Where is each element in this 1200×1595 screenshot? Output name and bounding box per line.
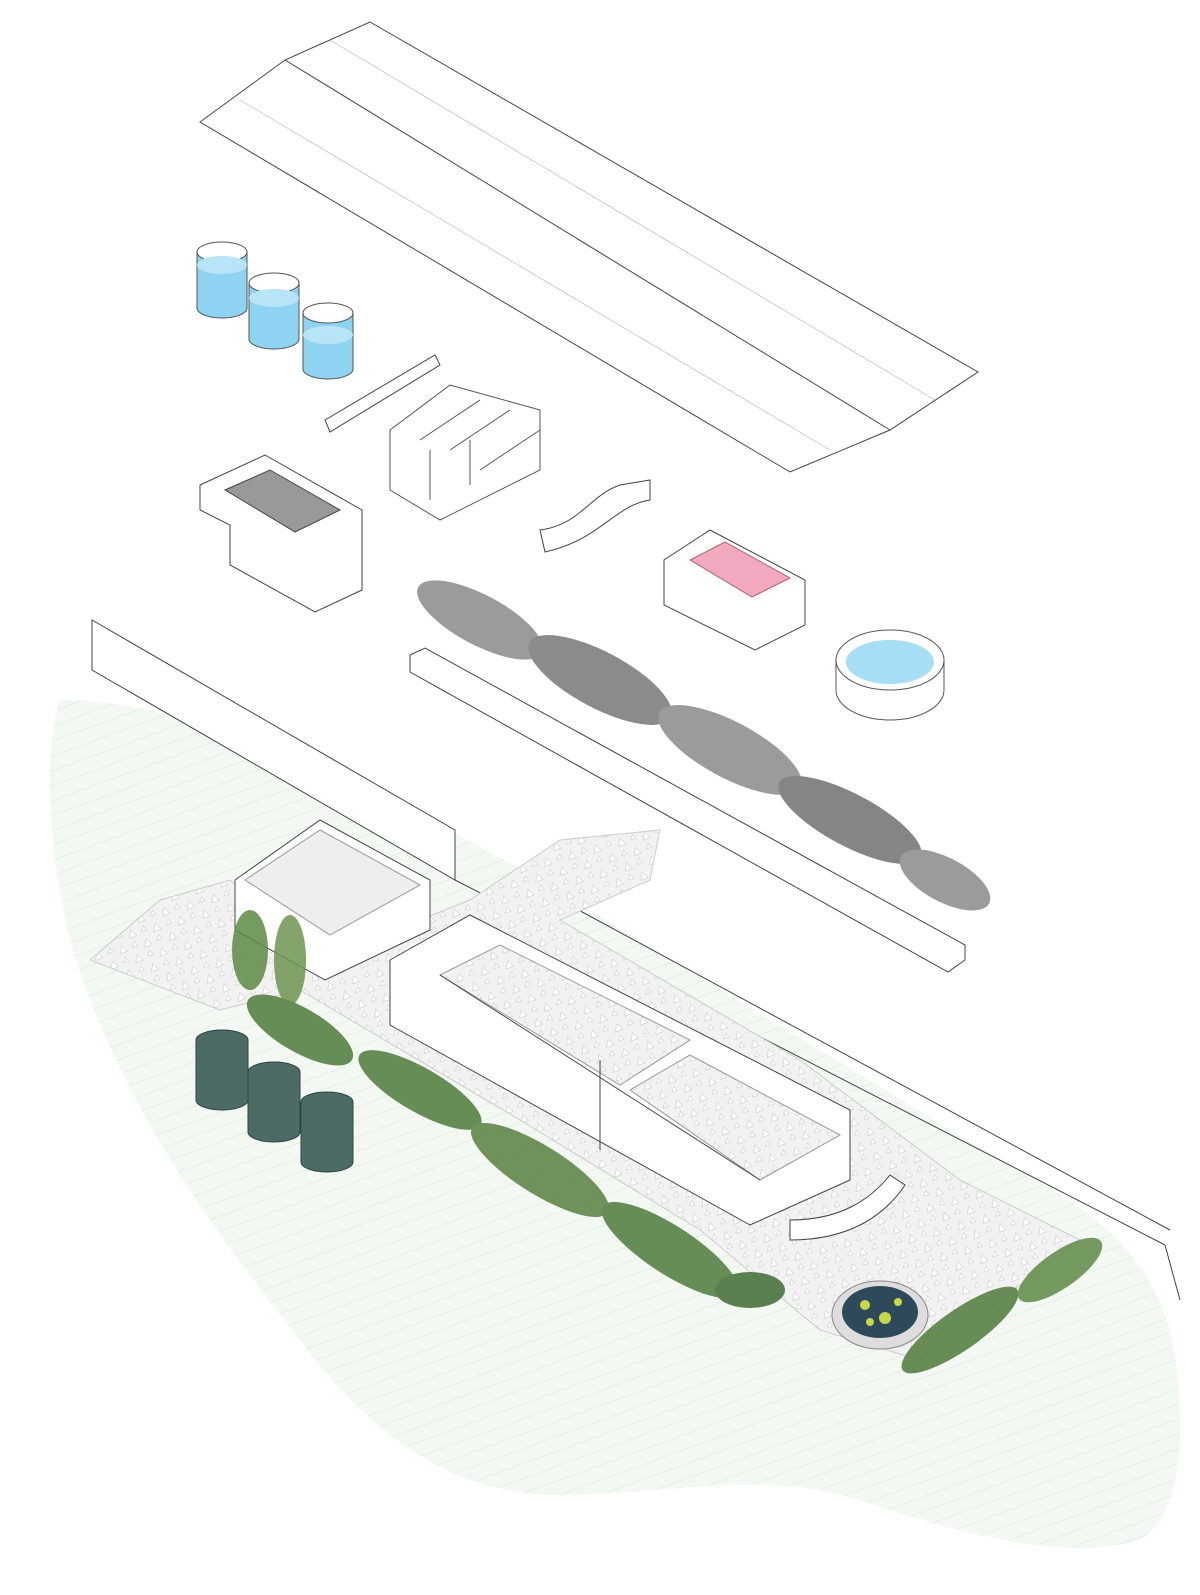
curved-bench-ground — [789, 1174, 906, 1241]
lily-pond — [831, 1280, 929, 1350]
planting-strip-green — [232, 910, 1103, 1374]
water-tanks-exploded — [196, 241, 354, 380]
gutter — [324, 354, 441, 433]
frame-structure — [389, 384, 541, 521]
roof — [199, 21, 979, 473]
curved-bench — [539, 479, 651, 553]
building — [389, 914, 851, 1226]
round-pool — [835, 629, 945, 721]
green-water-tanks — [195, 1029, 354, 1173]
planter-trough — [409, 647, 966, 973]
pink-room-box — [663, 529, 806, 651]
left-room-box — [199, 454, 363, 613]
boundary-wall — [91, 619, 1181, 1301]
planting-strip-gray — [417, 580, 991, 911]
